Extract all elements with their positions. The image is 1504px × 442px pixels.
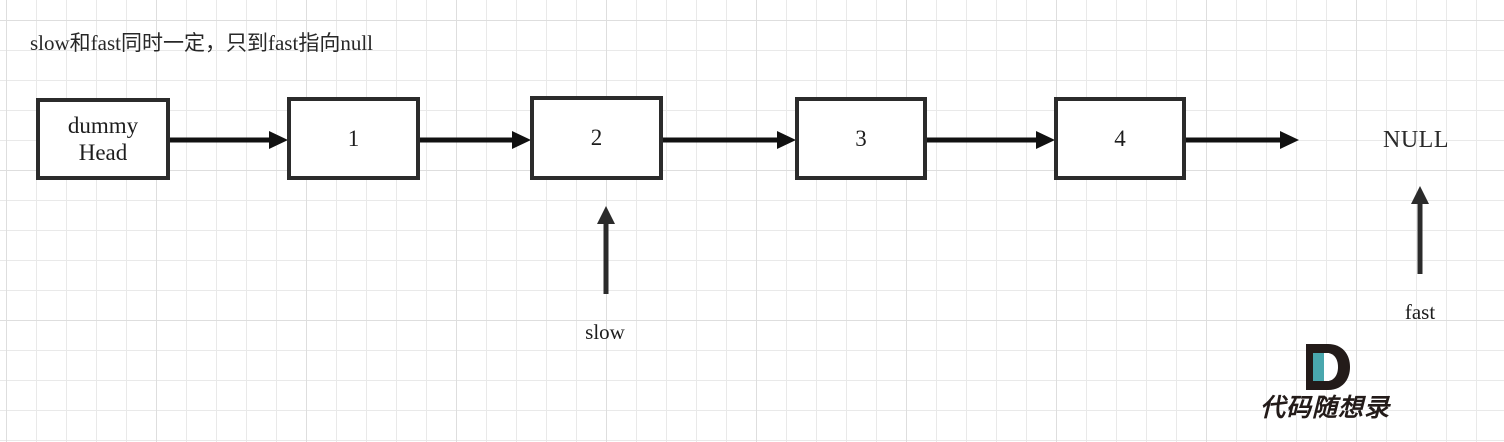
- node-1: 1: [287, 97, 420, 180]
- node-3-value: 3: [855, 125, 867, 151]
- node-dummy-head-line1: dummy: [67, 112, 139, 138]
- node-1-value: 1: [347, 125, 360, 151]
- pointer-label-fast: fast: [1404, 300, 1436, 324]
- arrow-4-to-null: [1186, 129, 1299, 151]
- caption-text: slow和fast同时一定，只到fast指向null: [30, 31, 373, 55]
- node-dummy-head-line2: Head: [78, 140, 128, 165]
- null-terminator-label: NULL: [1383, 127, 1449, 153]
- arrow-dummy-to-1: [170, 129, 288, 151]
- arrow-3-to-4: [927, 129, 1055, 151]
- watermark-logo: 代码随想录: [1250, 344, 1400, 422]
- node-4: 4: [1054, 97, 1186, 180]
- node-4-value: 4: [1114, 125, 1126, 151]
- logo-d-icon: [1302, 344, 1350, 390]
- node-dummy-head: dummy Head: [36, 98, 170, 180]
- node-2: 2: [530, 96, 663, 180]
- pointer-arrow-slow: [595, 206, 617, 294]
- arrow-1-to-2: [420, 129, 531, 151]
- node-3: 3: [795, 97, 927, 180]
- logo-text: 代码随想录: [1259, 393, 1390, 422]
- pointer-label-slow: slow: [585, 320, 625, 344]
- pointer-arrow-fast: [1409, 186, 1431, 274]
- node-2-value: 2: [590, 125, 603, 151]
- arrow-2-to-3: [663, 129, 796, 151]
